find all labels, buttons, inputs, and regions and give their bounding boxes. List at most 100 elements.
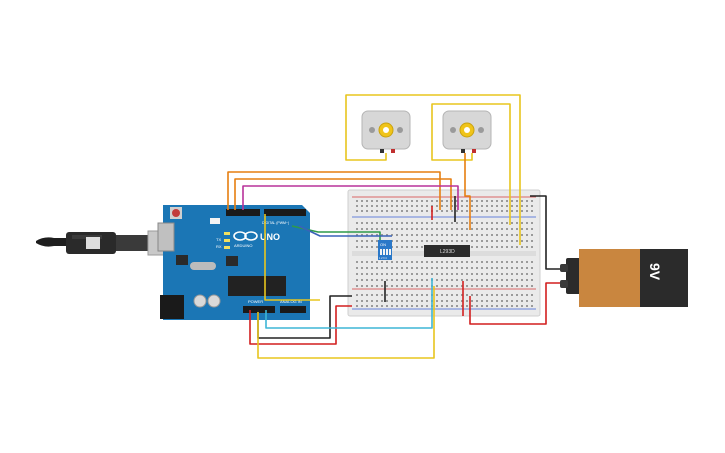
breadboard-hole: [401, 305, 403, 307]
dip-switch[interactable]: ON 1 2 3 4: [378, 240, 392, 260]
breadboard-hole: [441, 279, 443, 281]
breadboard-hole: [451, 205, 453, 207]
breadboard-hole: [506, 285, 508, 287]
breadboard-hole: [386, 210, 388, 212]
breadboard-hole: [446, 267, 448, 269]
breadboard-hole: [486, 234, 488, 236]
breadboard-hole: [461, 228, 463, 230]
breadboard-hole: [361, 222, 363, 224]
breadboard-hole: [381, 273, 383, 275]
breadboard-hole: [441, 273, 443, 275]
breadboard-hole: [506, 267, 508, 269]
breadboard-hole: [396, 205, 398, 207]
breadboard-hole: [466, 205, 468, 207]
breadboard-hole: [526, 210, 528, 212]
breadboard-hole: [506, 205, 508, 207]
breadboard-hole: [511, 267, 513, 269]
breadboard-hole: [521, 210, 523, 212]
breadboard-hole: [376, 228, 378, 230]
reset-button[interactable]: [172, 209, 180, 217]
breadboard-hole: [401, 285, 403, 287]
breadboard-hole: [436, 294, 438, 296]
breadboard-hole: [476, 200, 478, 202]
breadboard-hole: [466, 240, 468, 242]
breadboard-hole: [366, 305, 368, 307]
breadboard-hole: [476, 222, 478, 224]
breadboard-hole: [411, 267, 413, 269]
breadboard-hole: [361, 279, 363, 281]
breadboard-hole: [531, 222, 533, 224]
breadboard-hole: [421, 285, 423, 287]
breadboard-hole: [441, 234, 443, 236]
breadboard-hole: [451, 210, 453, 212]
breadboard-hole: [391, 273, 393, 275]
breadboard-hole: [411, 294, 413, 296]
breadboard-hole: [361, 205, 363, 207]
breadboard-hole: [456, 234, 458, 236]
breadboard-hole: [356, 205, 358, 207]
breadboard-hole: [461, 210, 463, 212]
breadboard-hole: [491, 205, 493, 207]
breadboard-hole: [446, 261, 448, 263]
breadboard-hole: [371, 273, 373, 275]
breadboard-hole: [521, 279, 523, 281]
breadboard-hole: [391, 285, 393, 287]
breadboard-hole: [476, 246, 478, 248]
breadboard-hole: [496, 234, 498, 236]
breadboard-hole: [511, 200, 513, 202]
breadboard-hole: [366, 200, 368, 202]
breadboard-hole: [516, 210, 518, 212]
breadboard-hole: [441, 300, 443, 302]
breadboard-hole: [496, 222, 498, 224]
breadboard-hole: [501, 285, 503, 287]
breadboard-hole: [461, 200, 463, 202]
wire-black-battery: [530, 195, 560, 270]
ic-label: L293D: [440, 249, 455, 255]
breadboard-hole: [531, 300, 533, 302]
breadboard-hole: [421, 279, 423, 281]
breadboard-hole: [356, 240, 358, 242]
breadboard-hole: [501, 228, 503, 230]
breadboard-hole: [471, 305, 473, 307]
breadboard-hole: [361, 228, 363, 230]
breadboard-hole: [426, 305, 428, 307]
breadboard-hole: [471, 210, 473, 212]
breadboard-hole: [401, 222, 403, 224]
breadboard-hole: [371, 294, 373, 296]
breadboard-hole: [481, 205, 483, 207]
breadboard-hole: [481, 228, 483, 230]
breadboard-hole: [421, 294, 423, 296]
breadboard-hole: [511, 234, 513, 236]
battery-9v: 9V: [560, 249, 688, 307]
breadboard-hole: [356, 200, 358, 202]
breadboard-hole: [471, 228, 473, 230]
breadboard-hole: [386, 305, 388, 307]
breadboard-hole: [446, 210, 448, 212]
breadboard-hole: [451, 267, 453, 269]
breadboard-hole: [466, 200, 468, 202]
breadboard-hole: [456, 285, 458, 287]
breadboard-hole: [396, 246, 398, 248]
breadboard-hole: [411, 240, 413, 242]
breadboard-hole: [441, 222, 443, 224]
breadboard-hole: [471, 279, 473, 281]
breadboard-hole: [406, 267, 408, 269]
breadboard-hole: [371, 285, 373, 287]
breadboard-hole: [481, 222, 483, 224]
breadboard-hole: [506, 234, 508, 236]
breadboard-hole: [521, 228, 523, 230]
breadboard-hole: [381, 261, 383, 263]
breadboard-hole: [481, 294, 483, 296]
breadboard-hole: [531, 234, 533, 236]
breadboard-hole: [491, 228, 493, 230]
breadboard-hole: [416, 246, 418, 248]
breadboard-hole: [376, 205, 378, 207]
breadboard-hole: [426, 285, 428, 287]
breadboard-hole: [366, 285, 368, 287]
breadboard-hole: [406, 261, 408, 263]
breadboard-hole: [466, 228, 468, 230]
breadboard-hole: [421, 210, 423, 212]
breadboard-hole: [381, 200, 383, 202]
breadboard-hole: [511, 240, 513, 242]
breadboard-hole: [461, 279, 463, 281]
